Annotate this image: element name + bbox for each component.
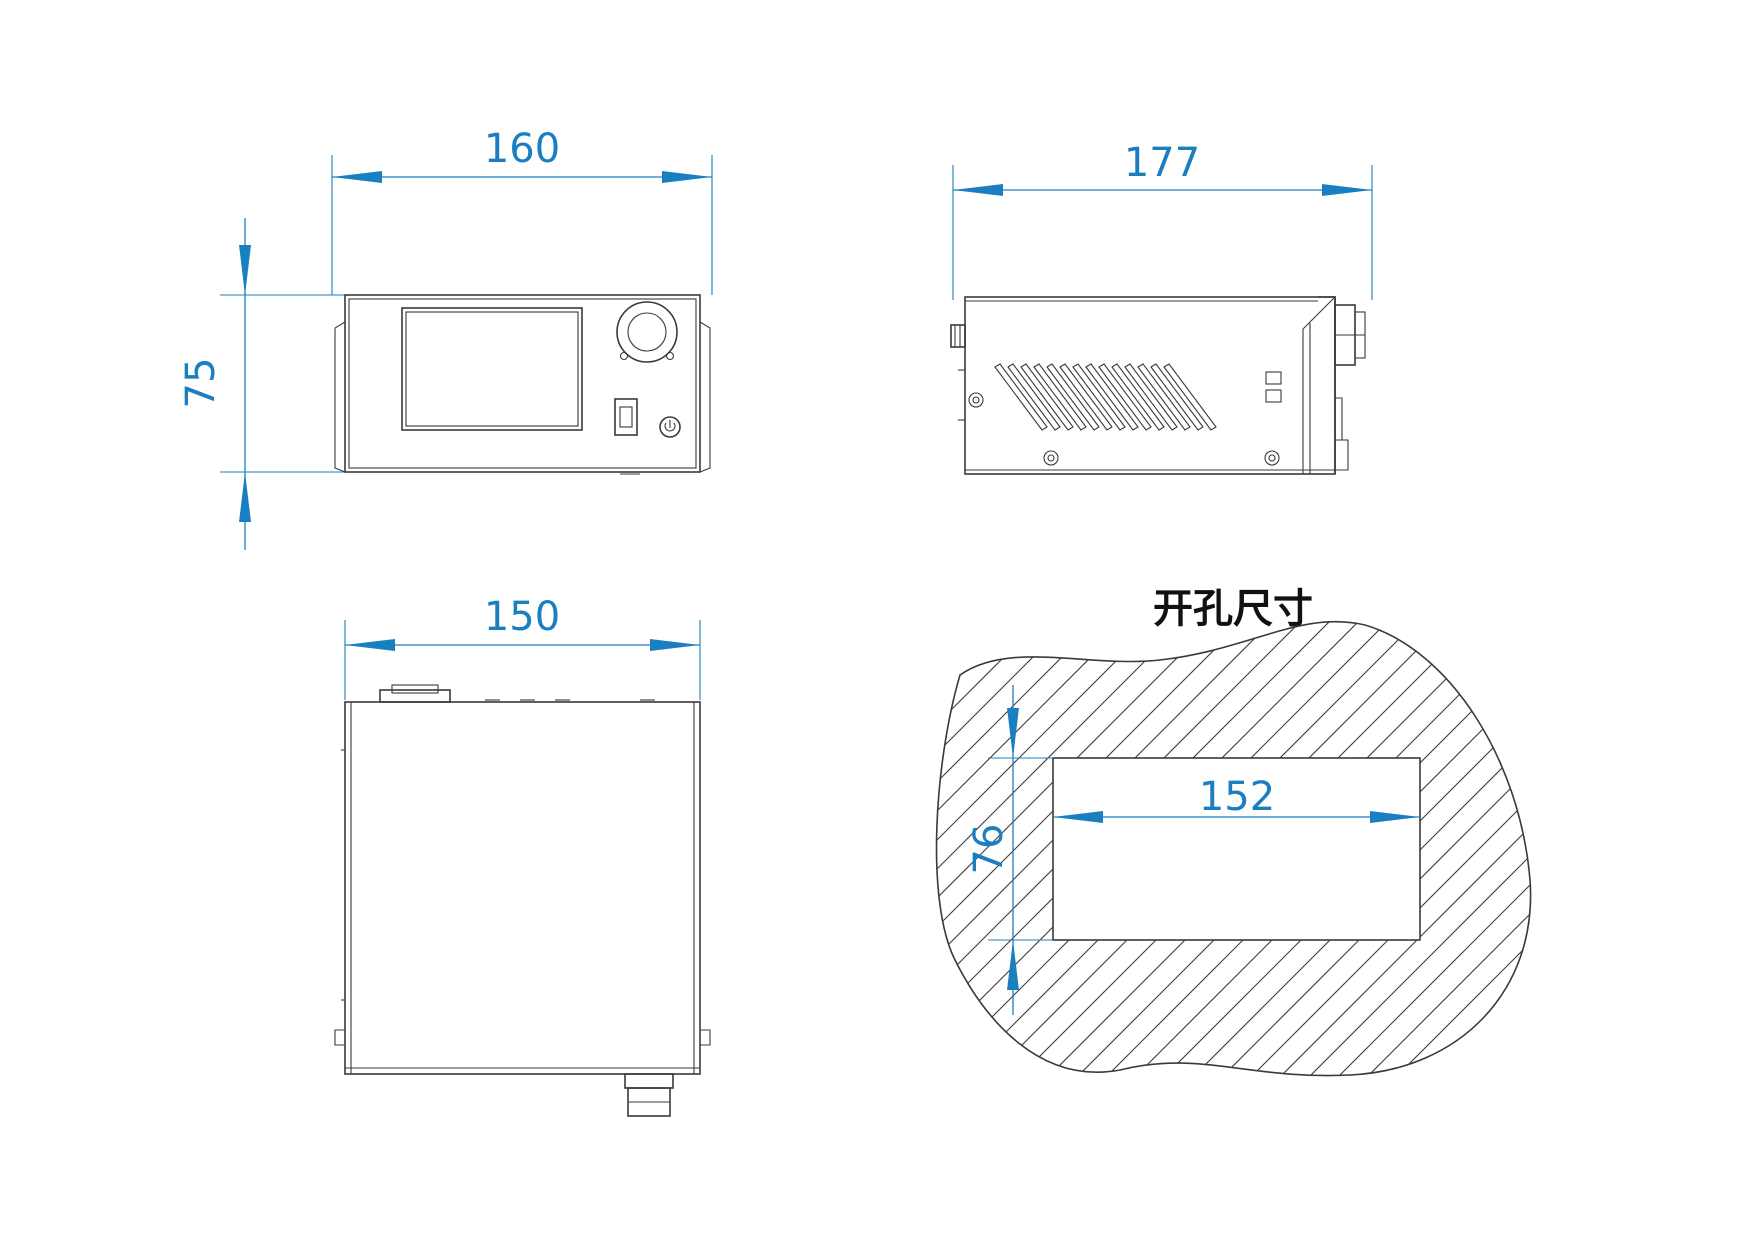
hatch-line	[250, 550, 850, 1150]
top-width-dimension: 150	[484, 594, 560, 640]
hatch-line	[1525, 621, 1531, 1076]
hatch-line	[1322, 621, 1531, 1076]
hatch-line	[1409, 621, 1531, 1076]
vent-slot	[1007, 363, 1061, 431]
hatch-line	[936, 621, 967, 1076]
vent-slot	[1163, 363, 1217, 431]
screw	[1264, 450, 1280, 466]
vent-slot	[1150, 363, 1204, 431]
bottom-connector	[624, 1073, 674, 1117]
hatch-line	[936, 621, 1141, 1076]
vent-slot	[1111, 363, 1165, 431]
hatch-line	[1467, 621, 1531, 1076]
hatch-line	[936, 621, 996, 1076]
hatch-line	[279, 550, 879, 1150]
rear-connector	[950, 324, 966, 348]
hatch-line	[936, 621, 1025, 1076]
power-button-icon	[659, 416, 681, 438]
screw	[1043, 450, 1059, 466]
hatch-line	[1293, 621, 1531, 1076]
usb-port	[614, 398, 638, 436]
side-view: 177	[950, 140, 1373, 475]
front-height-dimension: 75	[178, 358, 224, 409]
hatch-line	[936, 621, 1344, 1076]
hatch-line	[308, 550, 908, 1150]
vent-slot	[1085, 363, 1139, 431]
rotary-knob	[616, 301, 678, 363]
cutout-width-dimension: 152	[1199, 774, 1275, 820]
hatch-line	[936, 621, 1112, 1076]
vent-slot	[1072, 363, 1126, 431]
top-view: 150	[334, 594, 711, 1117]
top-connector	[379, 684, 451, 703]
screw	[968, 392, 984, 408]
hatch-line	[1206, 621, 1531, 1076]
indicator-led	[1265, 389, 1282, 403]
front-width-dimension: 160	[484, 126, 560, 172]
vent-slot	[1046, 363, 1100, 431]
cutout-height-dimension: 76	[966, 824, 1012, 875]
hatch-line	[1264, 621, 1531, 1076]
front-view: 160 75	[178, 126, 713, 550]
vent-slot	[1098, 363, 1152, 431]
vent-slot	[994, 363, 1048, 431]
hatch-line	[936, 621, 1054, 1076]
front-connector	[1334, 304, 1366, 366]
hatch-line	[1380, 621, 1531, 1076]
hatch-line	[1438, 621, 1531, 1076]
vent-slots	[994, 363, 1217, 431]
panel-outline	[935, 620, 1532, 1077]
cutout-title: 开孔尺寸	[1153, 586, 1313, 632]
hatch-line	[1496, 621, 1531, 1076]
vent-slot	[1033, 363, 1087, 431]
cutout-view: 开孔尺寸 152 76	[250, 550, 1532, 1150]
display-screen	[401, 307, 583, 431]
hatch-line	[1235, 621, 1531, 1076]
vent-slot	[1059, 363, 1113, 431]
vent-slot	[1020, 363, 1074, 431]
indicator-led	[1265, 371, 1282, 385]
vent-slot	[1137, 363, 1191, 431]
side-length-dimension: 177	[1124, 140, 1200, 186]
hatch-line	[1177, 621, 1531, 1076]
cutout-opening	[1052, 757, 1421, 941]
hatch-line	[1148, 621, 1531, 1076]
vent-slot	[1124, 363, 1178, 431]
hatch-line	[936, 621, 938, 1076]
